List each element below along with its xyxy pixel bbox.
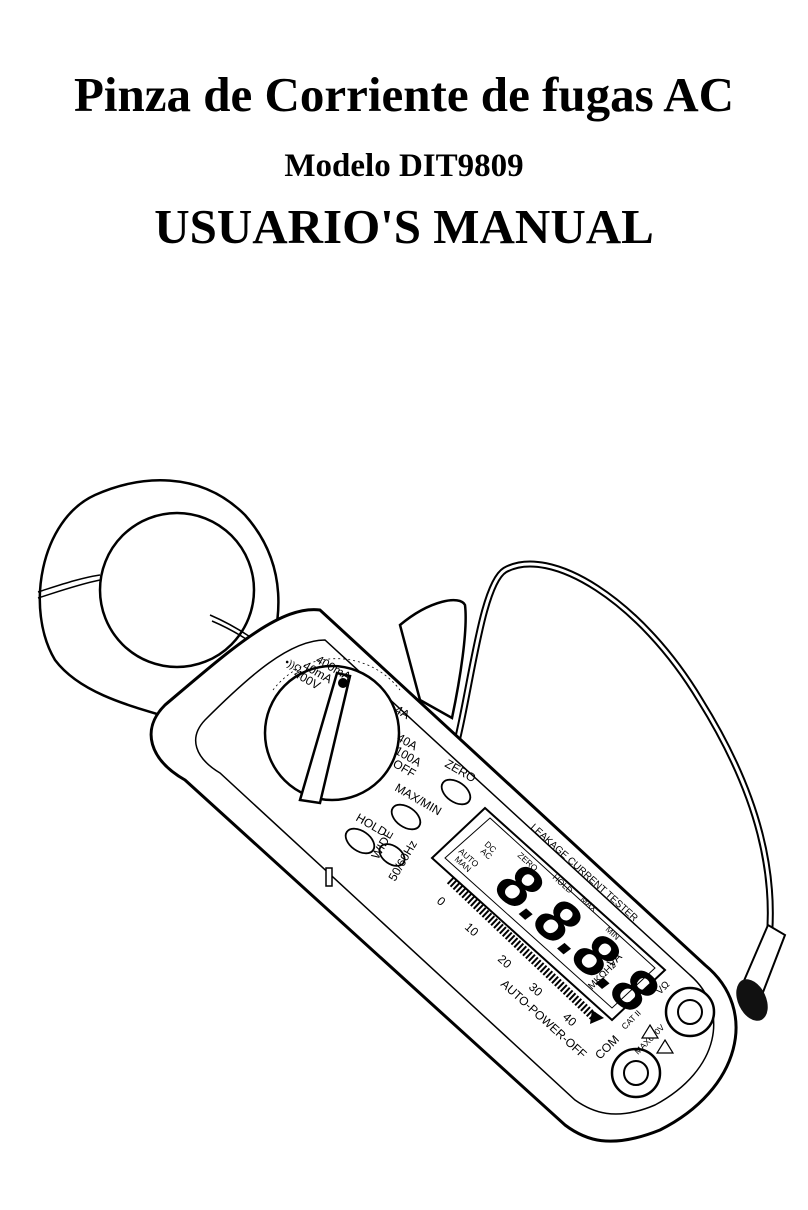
rotary-function-switch[interactable]	[263, 658, 401, 805]
hold-button[interactable]	[341, 824, 379, 859]
com-terminal[interactable]	[610, 1047, 662, 1099]
lcd-display	[430, 806, 667, 1022]
wide-button[interactable]	[375, 840, 408, 871]
document-title: Pinza de Corriente de fugas AC	[73, 67, 735, 122]
warning-icon	[640, 1023, 660, 1039]
dial-pointer-dot	[338, 678, 348, 688]
clamp-meter-illustration: 400mA 40mA 400V •))Ω 4A 40A 100A OFF ZER…	[37, 479, 787, 1143]
range-4a: 4A	[393, 702, 413, 721]
lcd-bargraph-arrow	[590, 1010, 604, 1024]
strap-knot	[736, 923, 787, 1021]
jaw-trigger	[398, 598, 467, 720]
model-subtitle: Modelo DIT9809	[284, 148, 524, 184]
warning-icon-2	[655, 1038, 675, 1054]
manual-heading: USUARIO'S MANUAL	[154, 199, 654, 254]
lcd-bargraph	[446, 876, 599, 1022]
zero-button[interactable]	[437, 775, 475, 810]
maxmin-button[interactable]	[387, 800, 425, 835]
vohm-terminal[interactable]	[664, 986, 716, 1038]
